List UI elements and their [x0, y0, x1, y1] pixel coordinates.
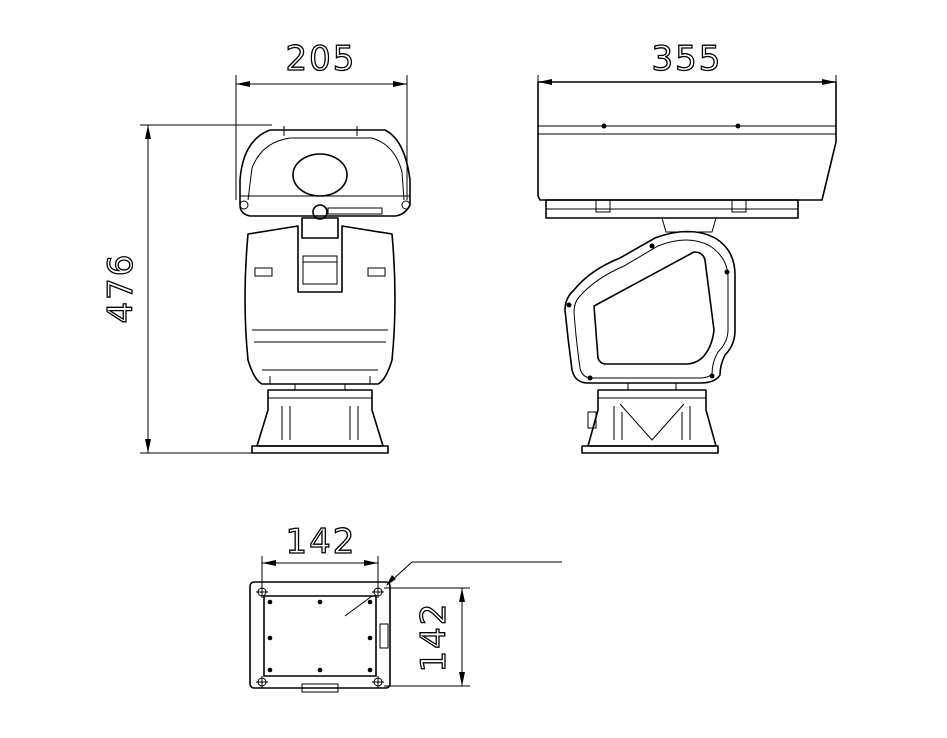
dimension-base-depth: 142: [384, 587, 470, 687]
dimension-label-476: 476: [101, 253, 141, 324]
dimension-height: 476: [100, 124, 272, 454]
dimension-label-142-width: 142: [286, 522, 357, 562]
dimension-base-width: 142: [261, 521, 379, 590]
front-view: [239, 126, 411, 454]
base-top-view: [249, 561, 562, 693]
dimension-label-355: 355: [652, 39, 723, 79]
dimension-label-142-depth: 142: [414, 602, 454, 673]
dimension-label-205: 205: [286, 39, 357, 79]
dimension-side-width: 355: [537, 38, 837, 90]
dimension-front-width: 205: [235, 38, 408, 200]
side-view: [537, 81, 837, 454]
